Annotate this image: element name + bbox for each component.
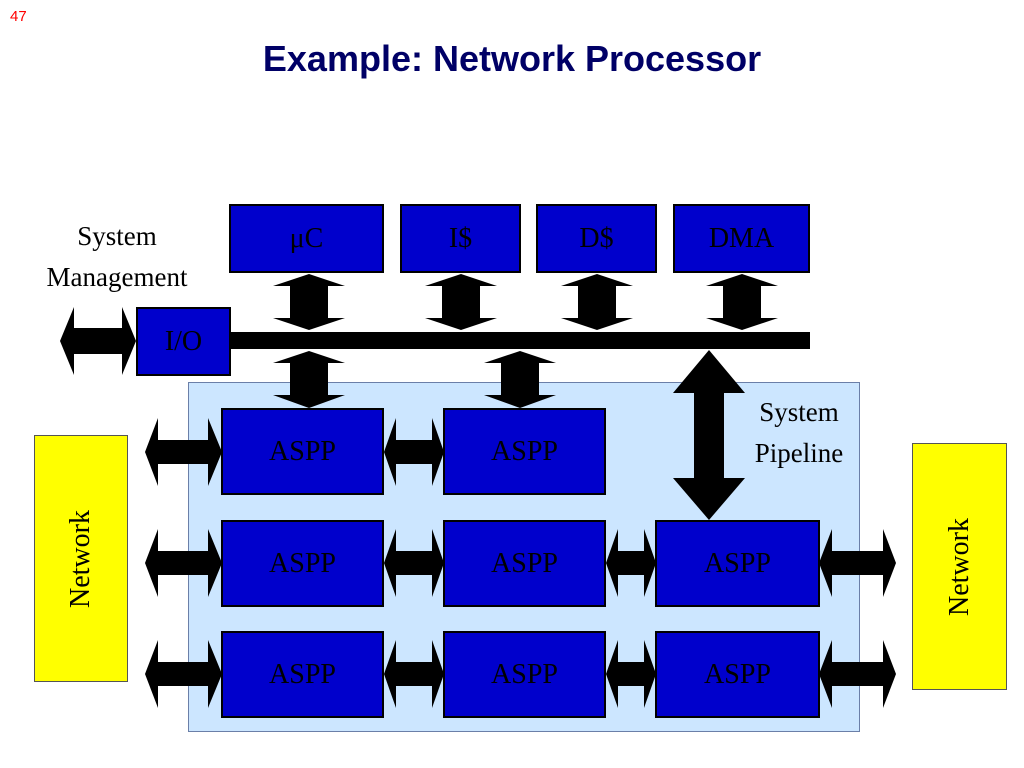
slide-number: 47 xyxy=(10,8,27,25)
double-arrow-icon xyxy=(273,274,345,330)
double-arrow-icon xyxy=(384,529,444,597)
double-arrow-icon xyxy=(606,640,656,708)
double-arrow-icon xyxy=(145,640,222,708)
double-arrow-icon xyxy=(819,640,896,708)
aspp-block: ASPP xyxy=(443,408,606,495)
microcontroller-block: μC xyxy=(229,204,384,273)
dcache-block: D$ xyxy=(536,204,657,273)
double-arrow-icon xyxy=(60,307,136,375)
aspp-block: ASPP xyxy=(655,631,820,718)
network-left-label: Network xyxy=(65,509,97,608)
aspp-block: ASPP xyxy=(221,408,384,495)
double-arrow-icon xyxy=(384,418,444,486)
icache-block: I$ xyxy=(400,204,521,273)
double-arrow-icon xyxy=(145,529,222,597)
slide-title: Example: Network Processor xyxy=(262,38,762,79)
network-right-block: Network xyxy=(912,443,1007,690)
double-arrow-icon xyxy=(819,529,896,597)
double-arrow-icon xyxy=(384,640,444,708)
aspp-block: ASPP xyxy=(221,520,384,607)
double-arrow-icon xyxy=(425,274,497,330)
aspp-block: ASPP xyxy=(443,631,606,718)
system-pipeline-label: System Pipeline xyxy=(737,392,861,474)
network-left-block: Network xyxy=(34,435,128,682)
system-bus xyxy=(228,332,810,349)
system-management-line1: System xyxy=(77,221,157,251)
aspp-block: ASPP xyxy=(221,631,384,718)
system-pipeline-line1: System xyxy=(759,397,839,427)
io-block: I/O xyxy=(136,307,231,376)
double-arrow-icon xyxy=(273,351,345,408)
aspp-block: ASPP xyxy=(655,520,820,607)
double-arrow-icon xyxy=(484,351,556,408)
double-arrow-icon xyxy=(606,529,656,597)
system-management-line2: Management xyxy=(46,262,188,292)
double-arrow-icon xyxy=(561,274,633,330)
double-arrow-icon xyxy=(145,418,222,486)
double-arrow-icon xyxy=(706,274,778,330)
aspp-block: ASPP xyxy=(443,520,606,607)
network-right-label: Network xyxy=(943,517,975,616)
system-pipeline-line2: Pipeline xyxy=(754,438,844,468)
double-arrow-icon xyxy=(673,350,745,520)
system-management-label: System Management xyxy=(22,216,212,298)
dma-block: DMA xyxy=(673,204,810,273)
